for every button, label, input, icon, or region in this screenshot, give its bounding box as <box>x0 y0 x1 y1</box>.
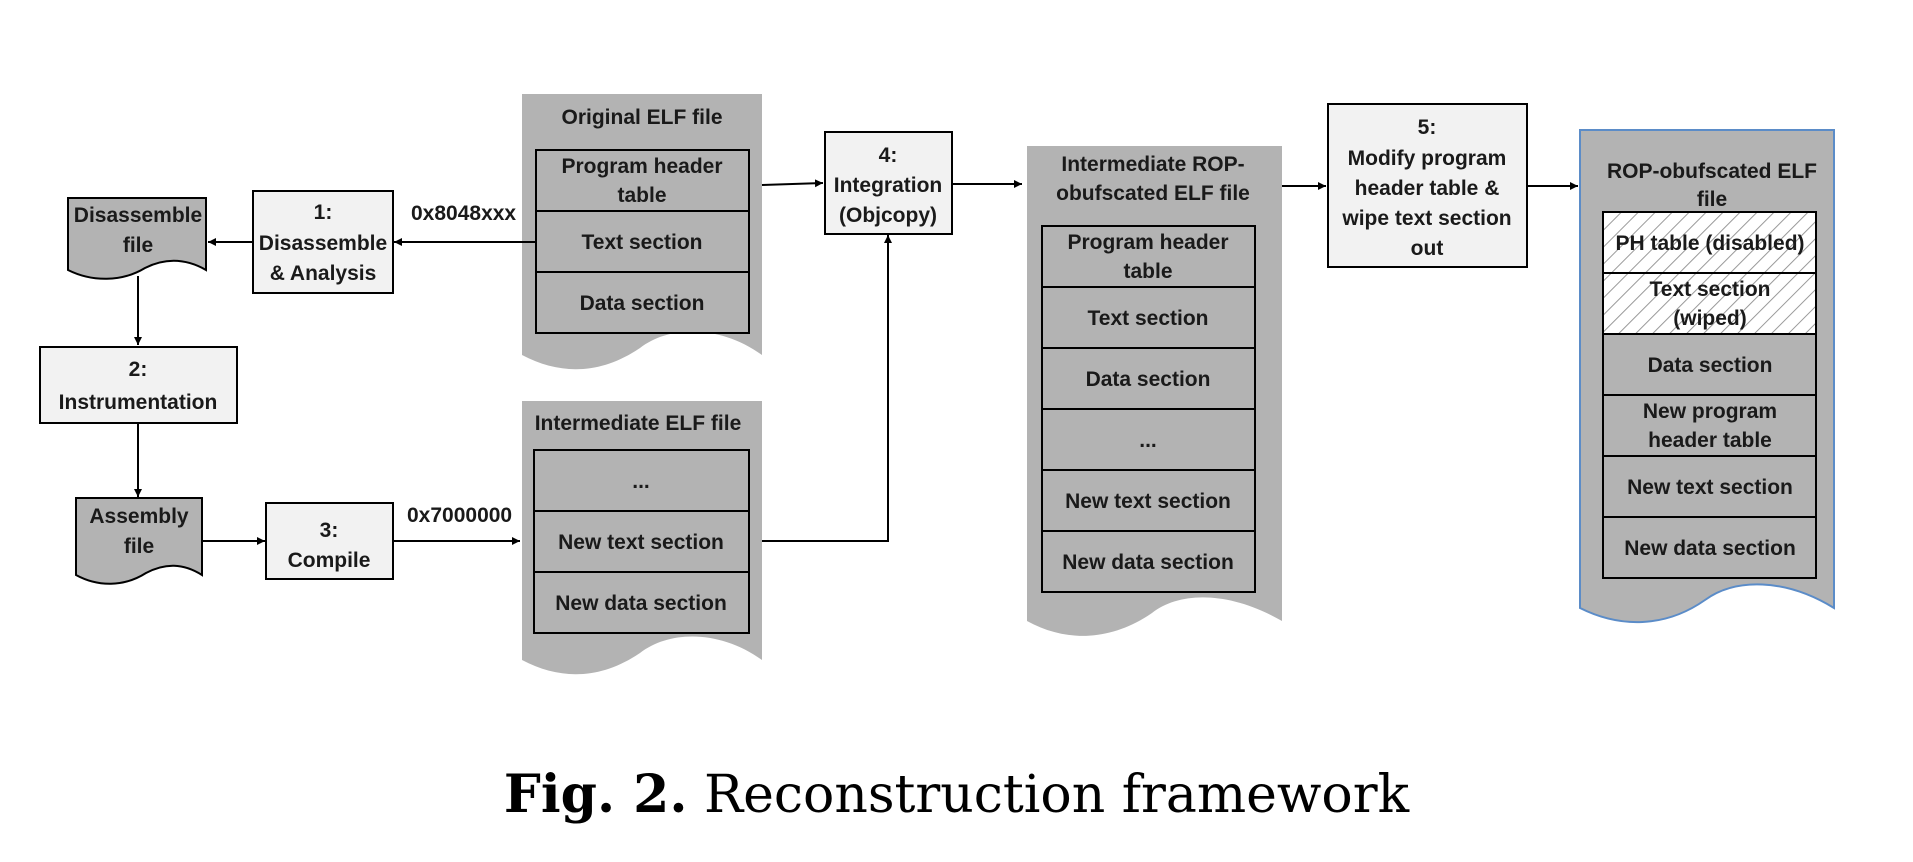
rop-intermediate-row-text-section-label: Text section <box>1088 307 1209 330</box>
final-elf-row-new-text-label: New text section <box>1627 476 1793 499</box>
assembly-file-line2: file <box>124 535 154 558</box>
step-2-number: 2: <box>129 358 148 381</box>
step-1-number: 1: <box>314 201 333 224</box>
rop-intermediate-row-data-section-label: Data section <box>1086 368 1211 391</box>
intermediate-rop-elf-title-line2: obufscated ELF file <box>1056 182 1250 205</box>
rop-intermediate-row-data-section <box>1041 347 1256 410</box>
rop-intermediate-row-ellipsis-label: ... <box>1139 429 1157 452</box>
intermediate-elf-row-ellipsis-label: ... <box>632 470 650 493</box>
address-label-new: 0x7000000 <box>407 504 512 527</box>
intermediate-elf-row-new-data <box>533 571 750 634</box>
final-elf-row-data-section-label: Data section <box>1648 354 1773 377</box>
step-4-line2: (Objcopy) <box>839 204 937 227</box>
final-elf-row-new-text <box>1602 455 1817 518</box>
disassemble-file-line1: Disassemble <box>74 204 202 227</box>
step-1-disassemble-box <box>252 190 394 294</box>
step-2-instrumentation-box <box>39 346 238 424</box>
arrow-intermediate-elf-to-integration <box>762 235 892 542</box>
step-3-line1: Compile <box>288 549 371 572</box>
step-4-number: 4: <box>879 144 898 167</box>
figure-caption-text: Reconstruction framework <box>703 765 1410 825</box>
original-elf-row-program-header <box>535 149 750 212</box>
intermediate-rop-elf-title-line1: Intermediate ROP- <box>1061 153 1244 176</box>
intermediate-elf-row-new-data-label: New data section <box>555 592 727 615</box>
reconstruction-framework-diagram: Original ELF file Intermediate ELF file … <box>39 94 1835 675</box>
original-elf-row-text-section-label: Text section <box>582 231 703 254</box>
original-elf-row-data-section <box>535 271 750 334</box>
original-elf-row-text-section <box>535 210 750 273</box>
rop-intermediate-row-new-data-label: New data section <box>1062 551 1234 574</box>
assembly-file-document <box>75 497 203 585</box>
address-label-original: 0x8048xxx <box>411 202 516 225</box>
final-elf-row-ph-table-disabled <box>1602 211 1817 274</box>
step-1-line2: & Analysis <box>270 262 377 285</box>
final-elf-row-new-program-header-line2: header table <box>1648 429 1772 452</box>
original-elf-row-program-header-line1: Program header <box>561 155 722 178</box>
step-4-integration-box <box>824 131 953 235</box>
rop-intermediate-row-new-text <box>1041 469 1256 532</box>
step-5-line2: header table & <box>1355 177 1500 200</box>
disassemble-file-document <box>67 197 207 280</box>
intermediate-elf-row-new-text <box>533 510 750 573</box>
figure-caption-label: Fig. 2. <box>503 764 688 825</box>
original-elf-title: Original ELF file <box>561 106 722 129</box>
rop-intermediate-row-ellipsis <box>1041 408 1256 471</box>
step-5-line1: Modify program <box>1348 147 1507 170</box>
intermediate-elf-row-new-text-label: New text section <box>558 531 724 554</box>
rop-intermediate-row-text-section <box>1041 286 1256 349</box>
rop-obfuscated-elf-title-line1: ROP-obufscated ELF <box>1607 160 1817 183</box>
assembly-file-line1: Assembly <box>89 505 189 528</box>
step-5-line4: out <box>1411 237 1444 260</box>
arrow-original-elf-to-integration <box>761 179 824 188</box>
intermediate-elf-title: Intermediate ELF file <box>535 412 742 435</box>
final-elf-row-text-section-wiped-line2: (wiped) <box>1673 307 1747 330</box>
figure-caption: Fig. 2. Reconstruction framework <box>0 764 1913 825</box>
step-4-line1: Integration <box>834 174 943 197</box>
original-elf-row-data-section-label: Data section <box>580 292 705 315</box>
rop-intermediate-row-new-data <box>1041 530 1256 593</box>
rop-obfuscated-elf-title-line2: file <box>1697 188 1727 211</box>
final-elf-row-new-data <box>1602 516 1817 579</box>
final-elf-row-new-program-header-line1: New program <box>1643 400 1777 423</box>
step-5-number: 5: <box>1418 116 1437 139</box>
original-elf-row-program-header-line2: table <box>617 184 666 207</box>
rop-intermediate-row-new-text-label: New text section <box>1065 490 1231 513</box>
rop-intermediate-row-program-header-line2: table <box>1123 260 1172 283</box>
step-2-line1: Instrumentation <box>59 391 218 414</box>
step-3-number: 3: <box>320 519 339 542</box>
step-1-line1: Disassemble <box>259 232 387 255</box>
final-elf-row-ph-table-disabled-label: PH table (disabled) <box>1615 232 1804 255</box>
disassemble-file-line2: file <box>123 234 153 257</box>
rop-intermediate-row-program-header-line1: Program header <box>1067 231 1228 254</box>
final-elf-row-text-section-wiped-line1: Text section <box>1650 278 1771 301</box>
step-5-line3: wipe text section <box>1341 207 1511 230</box>
final-elf-row-new-data-label: New data section <box>1624 537 1796 560</box>
